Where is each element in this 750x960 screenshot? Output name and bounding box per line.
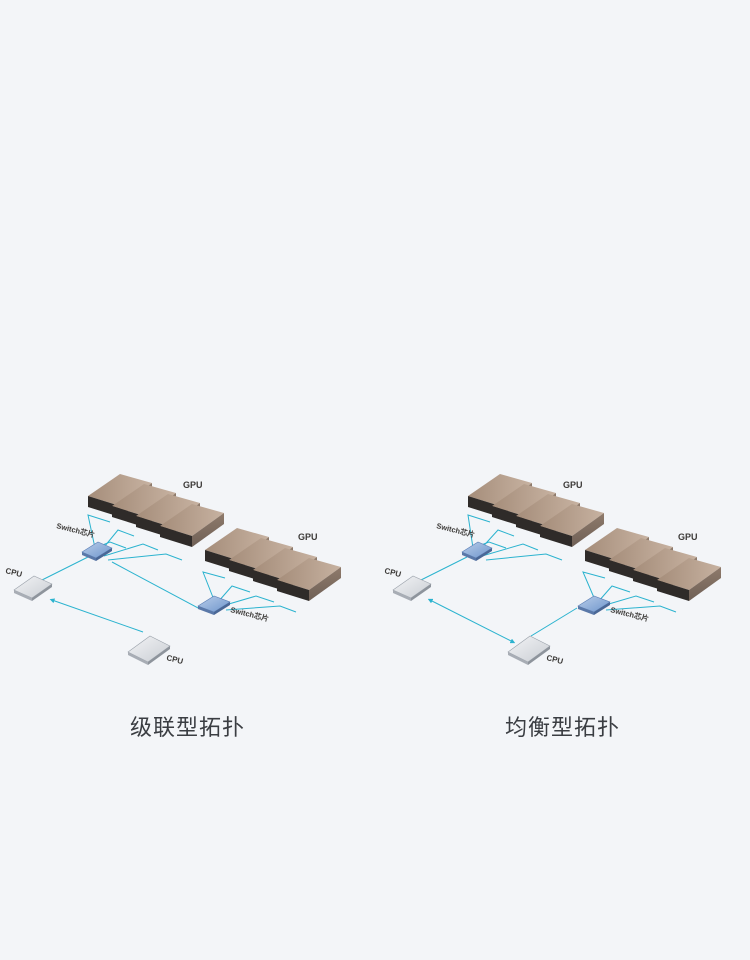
- cpu-chip-bottom: [507, 635, 551, 665]
- gpu-group-top: GPU: [88, 474, 224, 547]
- balanced-topology-diagram: GPU GPU: [384, 474, 721, 666]
- gpu-label: GPU: [678, 532, 698, 542]
- gpu-card: [277, 558, 341, 601]
- gpu-label: GPU: [563, 480, 583, 490]
- diagram-caption: 级联型拓扑: [129, 716, 245, 741]
- gpu-card: [657, 558, 721, 601]
- gpu-group-bottom: GPU: [585, 528, 721, 601]
- switch-chip-label: Switch芯片: [436, 520, 476, 539]
- switch-chip-bottom: [577, 595, 611, 615]
- switch-chip-bottom: [197, 595, 231, 615]
- gpu-card: [160, 504, 224, 547]
- gpu-group-top: GPU: [468, 474, 604, 547]
- interconnect-links: [416, 514, 677, 644]
- gpu-card: [540, 504, 604, 547]
- gpu-label: GPU: [298, 532, 318, 542]
- switch-chip-top: [81, 541, 113, 561]
- gpu-label: GPU: [183, 480, 203, 490]
- cascade-topology-panel: GPU GPU: [5, 474, 341, 741]
- diagram-caption: 均衡型拓扑: [504, 716, 620, 741]
- cpu-label: CPU: [166, 653, 185, 666]
- cpu-label: CPU: [546, 653, 565, 666]
- cascade-topology-diagram: GPU GPU: [5, 474, 341, 666]
- cpu-label: CPU: [384, 566, 403, 579]
- cpu-chip-bottom: [127, 635, 171, 665]
- gpu-group-bottom: GPU: [205, 528, 341, 601]
- balanced-topology-panel: GPU GPU: [375, 0, 750, 960]
- cpu-chip-left: [13, 575, 53, 601]
- cpu-label: CPU: [5, 566, 24, 579]
- cpu-chip-left: [392, 575, 432, 601]
- switch-chip-top: [461, 541, 493, 561]
